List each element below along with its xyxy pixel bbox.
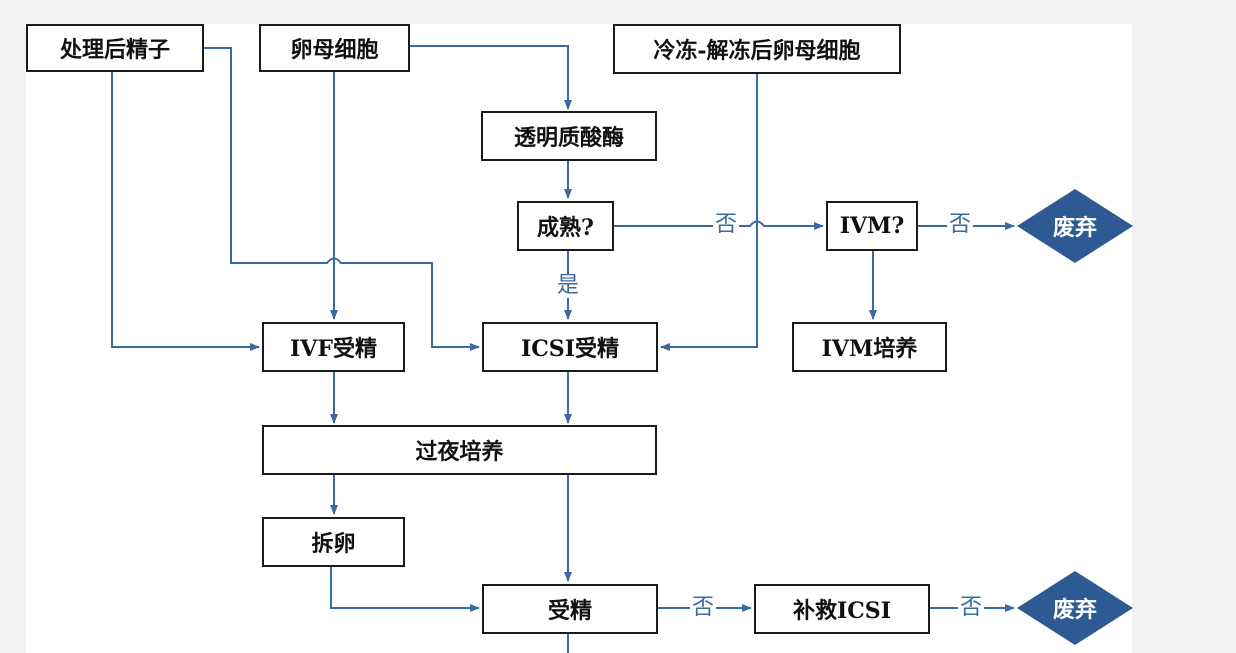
edge-oocyte-to-hyaluronidase xyxy=(410,45,572,110)
node-rescue-icsi: 补救ICSI xyxy=(754,584,930,634)
node-hyaluronidase: 透明质酸酶 xyxy=(481,111,657,161)
node-thawed-oocyte: 冷冻-解冻后卵母细胞 xyxy=(613,24,901,74)
edge-strip-to-fertilized xyxy=(330,567,480,612)
discard-label-2: 废弃 xyxy=(1052,597,1097,623)
node-ivf: IVF受精 xyxy=(262,322,405,372)
edge-sperm-to-icsi xyxy=(203,47,480,351)
discard-label-1: 废弃 xyxy=(1052,215,1097,241)
node-processed-sperm: 处理后精子 xyxy=(26,24,204,72)
edge-label-no-rescue: 否 xyxy=(958,595,985,620)
edge-label-no-mature: 否 xyxy=(713,212,740,237)
edge-sperm-to-ivf xyxy=(111,72,260,351)
node-fertilized: 受精 xyxy=(482,584,658,634)
edge-label-yes: 是 xyxy=(555,273,582,298)
node-ivm-culture: IVM培养 xyxy=(792,322,947,372)
node-ivm-question: IVM? xyxy=(826,201,918,251)
node-overnight-culture: 过夜培养 xyxy=(262,425,657,475)
node-oocyte: 卵母细胞 xyxy=(259,24,410,72)
edge-thawed-to-icsi xyxy=(660,74,758,351)
discard-diamond-2 xyxy=(1017,571,1133,645)
node-mature-question: 成熟? xyxy=(517,201,614,251)
node-icsi: ICSI受精 xyxy=(482,322,658,372)
node-strip: 拆卵 xyxy=(262,517,405,567)
edge-label-no-fertilized: 否 xyxy=(690,595,717,620)
edge-label-no-ivm: 否 xyxy=(947,212,974,237)
discard-diamond-1 xyxy=(1017,189,1133,263)
